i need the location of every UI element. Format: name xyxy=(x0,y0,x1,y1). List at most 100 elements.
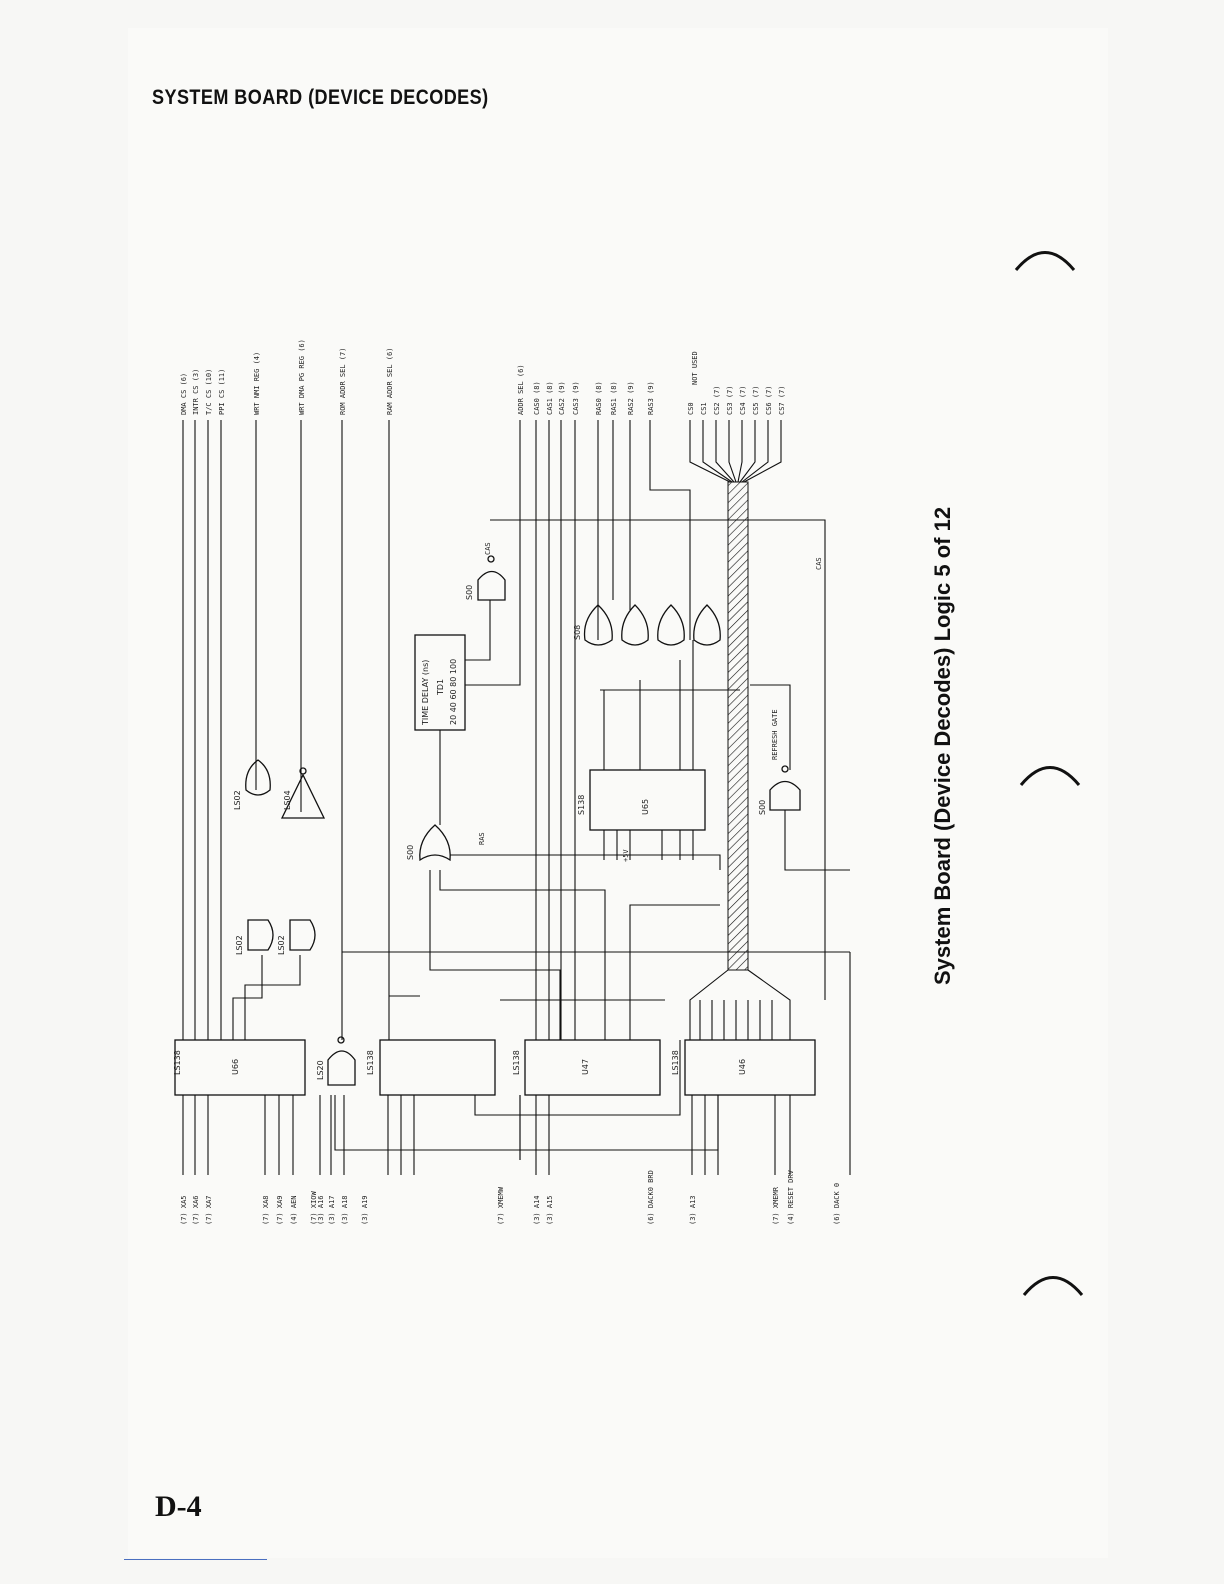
output-label: INTR CS (3) xyxy=(192,369,200,415)
refresh-gate-label: REFRESH GATE xyxy=(771,709,779,760)
plus5v-label: +5V xyxy=(622,849,630,862)
binder-hole-middle xyxy=(1019,766,1081,786)
output-label: RAS2 (9) xyxy=(627,381,635,415)
u46-type: LS138 xyxy=(671,1050,680,1075)
decoder-u65: S138 U65 xyxy=(577,640,706,860)
page-number: D-4 xyxy=(155,1490,202,1523)
not-used-label: NOT USED xyxy=(691,351,699,385)
u66-type: LS138 xyxy=(173,1050,182,1075)
output-label: CS0 xyxy=(687,402,695,415)
u47-label: U47 xyxy=(581,1059,590,1075)
output-label: RAS0 (8) xyxy=(595,381,603,415)
input-label: (3) A19 xyxy=(361,1195,369,1225)
ls20-label: LS20 xyxy=(316,1060,325,1080)
ls02-upper-label: LS02 xyxy=(235,935,244,955)
input-label: (3) A17 xyxy=(328,1195,336,1225)
decoder-outputs xyxy=(232,870,720,1151)
input-label: (3) A15 xyxy=(546,1195,554,1225)
input-label: (3) A16 xyxy=(317,1195,325,1225)
u47-type: LS138 xyxy=(512,1050,521,1075)
output-label: ADDR SEL (6) xyxy=(517,364,525,415)
output-label: DMA CS (6) xyxy=(180,373,188,415)
output-label: CS1 xyxy=(700,402,708,415)
output-label: CS4 (7) xyxy=(739,385,747,415)
output-label: CS6 (7) xyxy=(765,385,773,415)
input-label: (7) XA5 xyxy=(180,1195,188,1225)
s00-cas-label: S00 xyxy=(465,585,474,600)
input-label: (7) XA6 xyxy=(192,1195,200,1225)
output-labels: DMA CS (6) INTR CS (3) T/C CS (10) PPI CS (… xyxy=(180,339,786,415)
output-label: CAS0 (8) xyxy=(533,381,541,415)
output-label: CAS1 (8) xyxy=(546,381,554,415)
input-label: (3) A14 xyxy=(533,1195,541,1225)
output-label: PPI CS (11) xyxy=(218,369,226,415)
footer-rule xyxy=(124,1559,267,1560)
ras-signal-label: RAS xyxy=(478,832,486,845)
cs-bus xyxy=(689,420,791,1040)
s08-label: S08 xyxy=(573,625,582,640)
u65-type: S138 xyxy=(577,795,586,815)
output-label: CS5 (7) xyxy=(752,385,760,415)
output-label: T/C CS (10) xyxy=(205,369,213,415)
output-label: CAS3 (9) xyxy=(572,381,580,415)
figure-caption: System Board (Device Decodes) Logic 5 of… xyxy=(930,506,955,985)
output-label: WRT NMI REG (4) xyxy=(253,352,261,415)
delay-name: TD1 xyxy=(436,679,445,696)
input-label: (7) XA9 xyxy=(276,1195,284,1225)
u14-type: LS138 xyxy=(366,1050,375,1075)
binder-hole-bottom xyxy=(1022,1276,1084,1296)
s00-refresh-label: S00 xyxy=(758,800,767,815)
input-label: (7) XA7 xyxy=(205,1195,213,1225)
input-label: (6) DACK0 BRD xyxy=(647,1170,655,1225)
s00-ras-label: S00 xyxy=(406,845,415,860)
output-label: RAS1 (8) xyxy=(610,381,618,415)
cas-signal-label: CAS xyxy=(815,557,823,570)
misc-wires xyxy=(450,519,850,1160)
decoder-u66: LS138 U66 xyxy=(173,1039,306,1096)
delay-title: TIME DELAY (ns) xyxy=(421,660,430,726)
output-label: CS7 (7) xyxy=(778,385,786,415)
binder-hole-top xyxy=(1014,251,1076,271)
ls04-label: LS04 xyxy=(283,790,292,810)
output-label: WRT DMA PG REG (6) xyxy=(298,339,306,415)
chip-pins xyxy=(182,952,851,1175)
ls02-lower-label: LS02 xyxy=(277,935,286,955)
input-label: (7) XA8 xyxy=(262,1195,270,1225)
cas-gate-label: CAS xyxy=(484,542,492,555)
gate-s00-ras: S00 xyxy=(406,824,451,862)
time-delay-td1: TIME DELAY (ns) TD1 20 40 60 80 100 xyxy=(414,600,520,825)
input-label: (4) AEN xyxy=(290,1195,298,1225)
gate-s08-bank: S08 xyxy=(573,604,721,646)
u46-label: U46 xyxy=(738,1059,747,1075)
input-label: (7) XMEMW xyxy=(497,1186,505,1225)
input-label: (7) XIOW xyxy=(310,1190,318,1225)
output-label: CS2 (7) xyxy=(713,385,721,415)
gate-ls04: LS04 xyxy=(280,767,326,819)
u65-label: U65 xyxy=(641,799,650,815)
input-label: (6) DACK 0 xyxy=(833,1183,841,1225)
output-label: CAS2 (9) xyxy=(558,381,566,415)
output-label: ROM ADDR SEL (7) xyxy=(339,348,347,415)
gate-s00-refresh: S00 xyxy=(758,765,801,815)
gate-ls20: LS20 xyxy=(316,1036,356,1086)
output-label: CS3 (7) xyxy=(726,385,734,415)
decoder-u47: LS138 U47 xyxy=(512,1039,661,1096)
input-label: (3) A18 xyxy=(341,1195,349,1225)
input-labels: (7) XA5 (7) XA6 (7) XA7 (7) XA8 (7) XA9 (4) A… xyxy=(180,1169,841,1225)
input-label: (4) RESET DRV xyxy=(787,1169,795,1225)
gate-ls02-or: LS02 xyxy=(233,759,271,810)
gate-ls02-upper: LS02 xyxy=(235,919,274,955)
page xyxy=(128,28,1108,1558)
page-title: SYSTEM BOARD (DEVICE DECODES) xyxy=(152,86,489,109)
gate-ls02-lower: LS02 xyxy=(277,919,316,955)
input-label: (3) A13 xyxy=(689,1195,697,1225)
decoder-u46: LS138 U46 xyxy=(671,1039,816,1096)
delay-taps: 20 40 60 80 100 xyxy=(449,659,458,725)
gate-s00-cas: S00 xyxy=(465,555,506,601)
output-label: RAM ADDR SEL (6) xyxy=(386,348,394,415)
ls02-or-label: LS02 xyxy=(233,790,242,810)
decoder-u14: LS138 xyxy=(366,1039,496,1096)
u66-label: U66 xyxy=(231,1059,240,1075)
input-label: (7) XMEMR xyxy=(772,1186,780,1225)
